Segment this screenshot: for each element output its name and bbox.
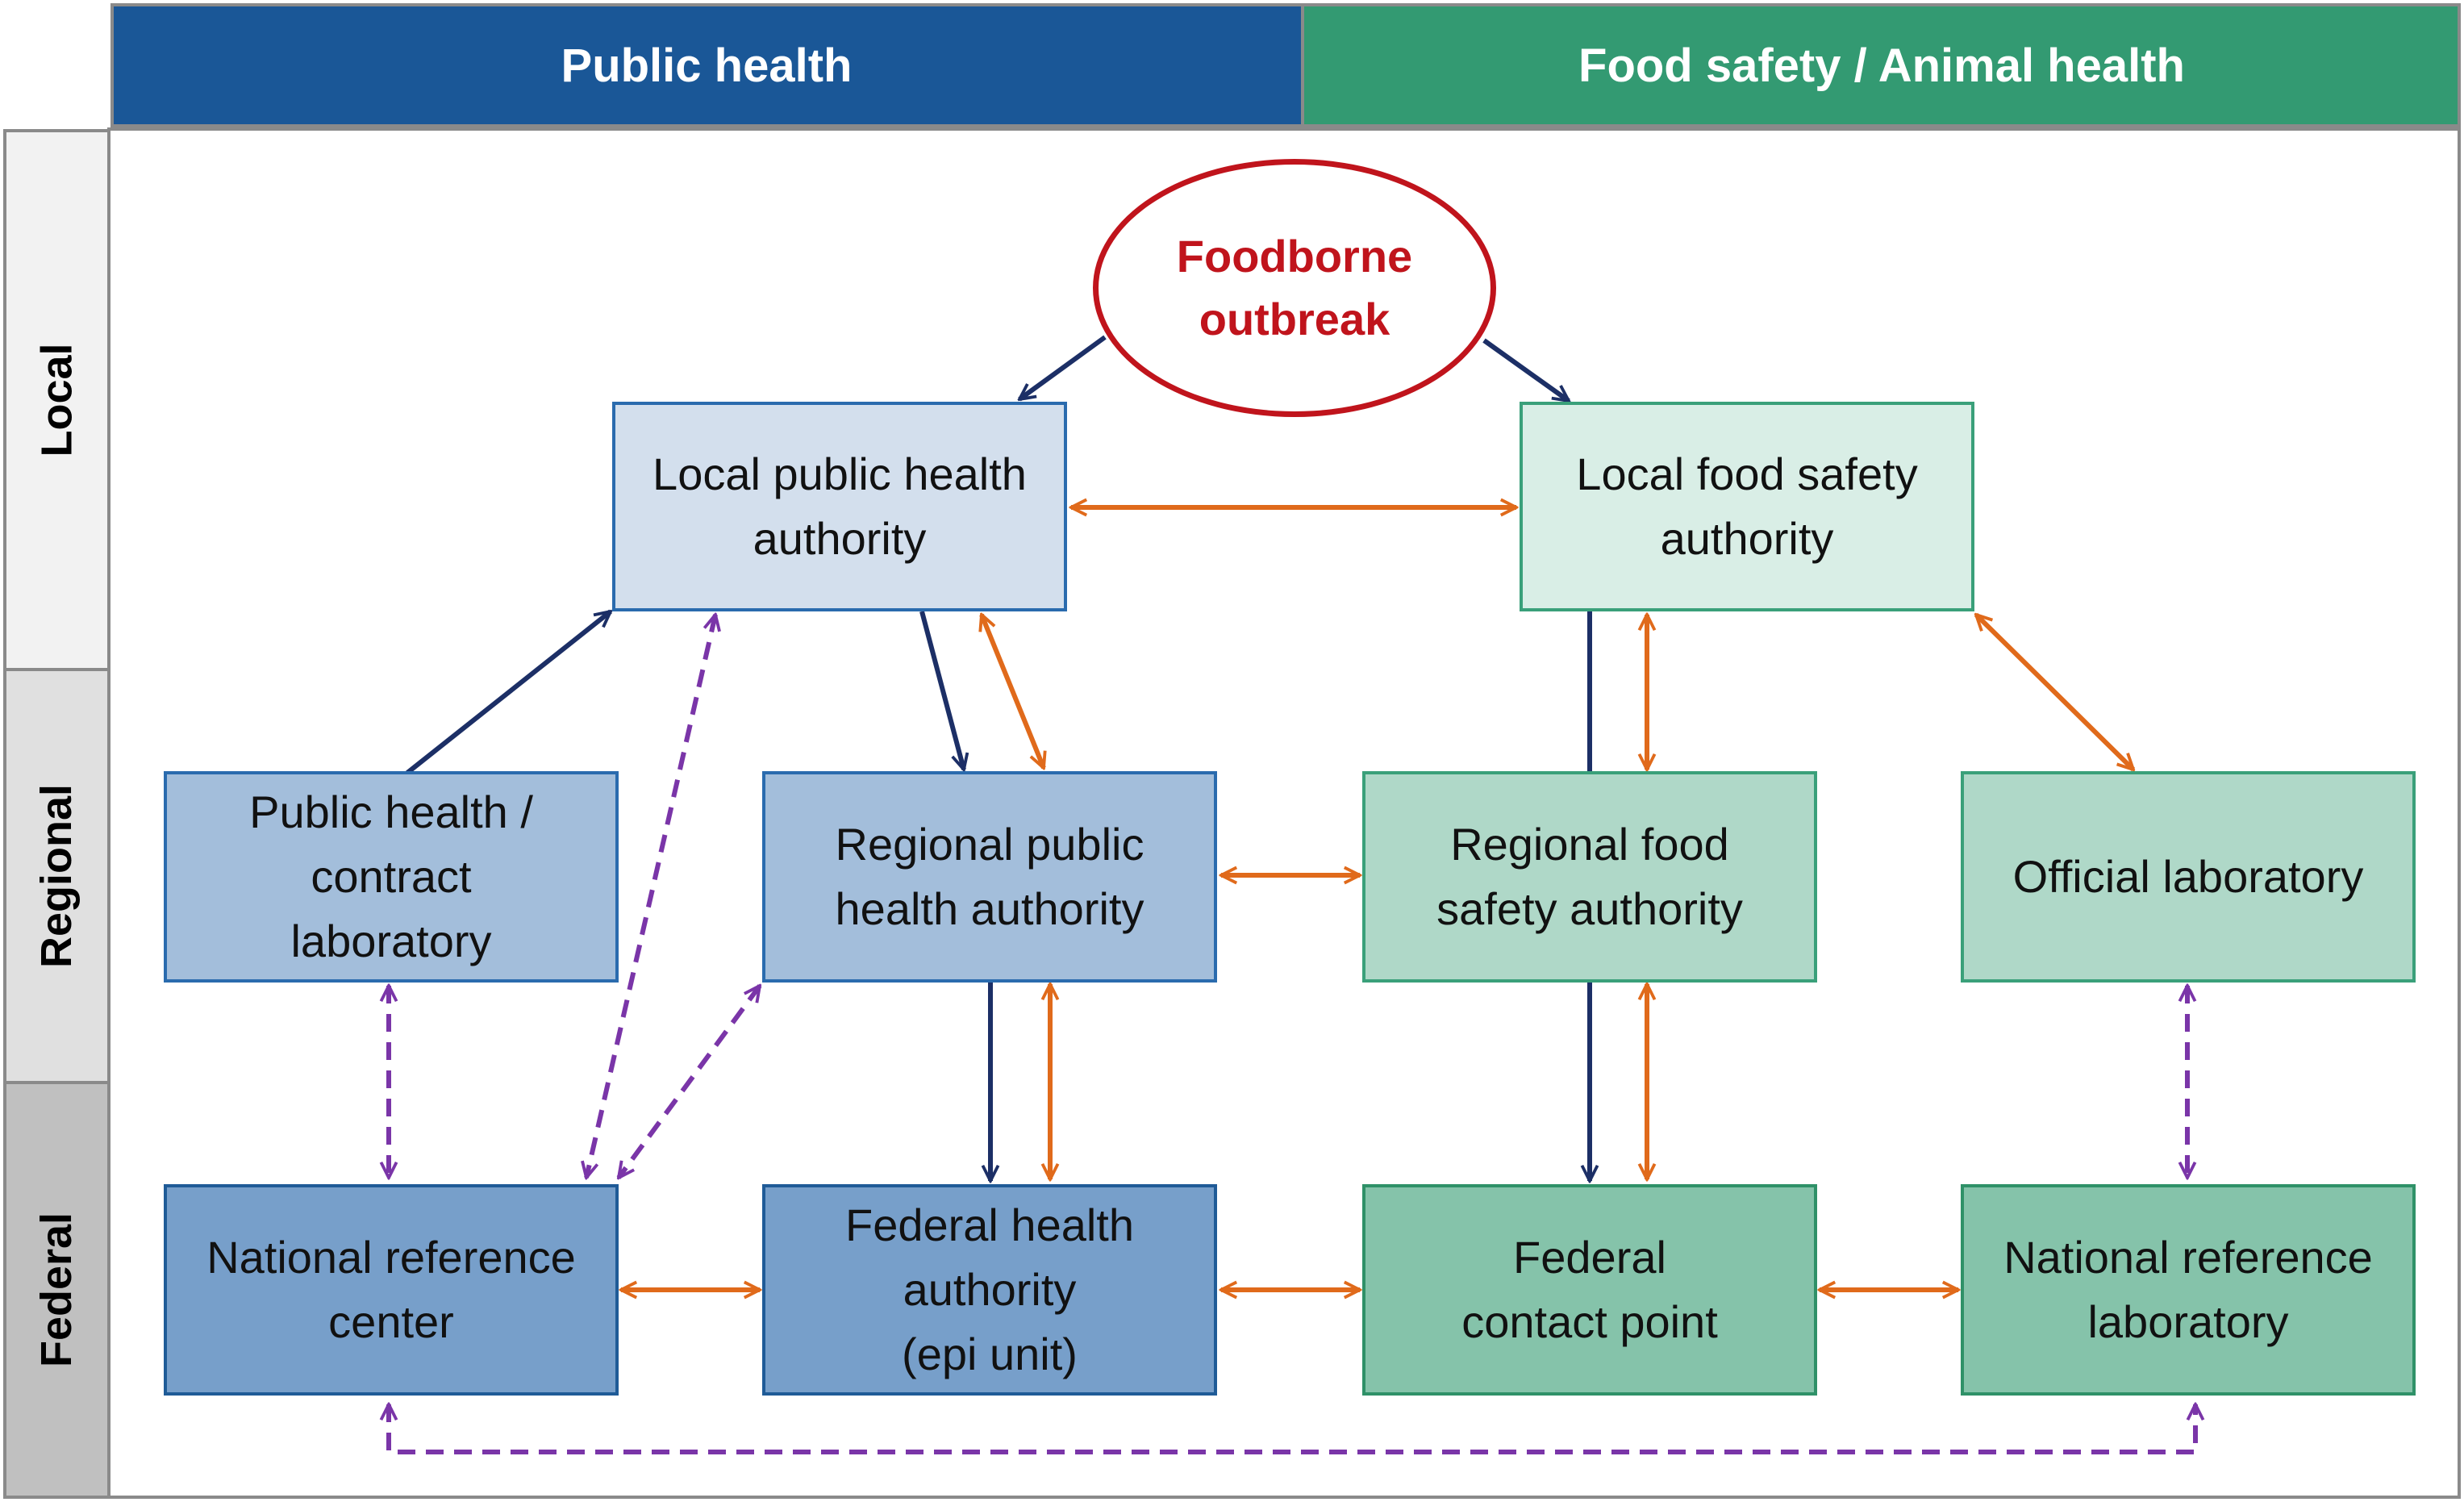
local-public-health-authority-box: Local public health authority: [612, 402, 1067, 611]
national-reference-laboratory-label: National reference laboratory: [2003, 1232, 2373, 1347]
exchange-arrows: [621, 507, 2133, 1290]
level-federal: Federal: [3, 1081, 110, 1499]
arrow-lab-to-local-ph: [406, 611, 611, 775]
public-health-header-label: Public health: [561, 39, 853, 92]
arrow-outbreak-to-local-ph: [1019, 335, 1107, 399]
federal-contact-point-box: Federal contact point: [1362, 1184, 1817, 1396]
regional-public-health-authority-label: Regional public health authority: [835, 819, 1144, 934]
federal-health-authority-label: Federal health authority (epi unit): [844, 1200, 1134, 1379]
foodborne-outbreak-node: Foodborne outbreak: [1093, 159, 1496, 417]
regional-food-safety-authority-label: Regional food safety authority: [1436, 819, 1743, 934]
regional-food-safety-authority-box: Regional food safety authority: [1362, 771, 1817, 983]
foodborne-outbreak-label: Foodborne outbreak: [1176, 231, 1413, 344]
arrow-local-ph-regional-ph: [982, 615, 1044, 768]
arrow-local-ph-nrc: [586, 615, 715, 1178]
flow-arrows: [406, 335, 1590, 1181]
arrow-local-ph-to-regional-ph: [919, 611, 964, 770]
public-health-contract-laboratory-box: Public health / contract laboratory: [164, 771, 619, 983]
federal-contact-point-label: Federal contact point: [1461, 1232, 1718, 1347]
arrow-local-fs-official-lab: [1976, 615, 2133, 770]
arrow-regional-ph-nrc: [619, 986, 760, 1178]
local-food-safety-authority-box: Local food safety authority: [1520, 402, 1974, 611]
food-safety-header: Food safety / Animal health: [1303, 3, 2461, 127]
federal-health-authority-box: Federal health authority (epi unit): [762, 1184, 1217, 1396]
lab-link-arrows: [389, 615, 2195, 1454]
official-laboratory-label: Official laboratory: [2012, 851, 2364, 902]
local-public-health-authority-label: Local public health authority: [652, 449, 1027, 564]
national-reference-center-label: National reference center: [206, 1232, 576, 1347]
public-health-contract-laboratory-label: Public health / contract laboratory: [249, 786, 533, 966]
national-reference-laboratory-box: National reference laboratory: [1961, 1184, 2416, 1396]
header-divider: [1301, 3, 1304, 127]
arrow-outbreak-to-local-fs: [1482, 338, 1569, 401]
national-reference-center-box: National reference center: [164, 1184, 619, 1396]
food-safety-header-label: Food safety / Animal health: [1578, 39, 2185, 92]
official-laboratory-box: Official laboratory: [1961, 771, 2416, 983]
local-food-safety-authority-label: Local food safety authority: [1576, 449, 1918, 564]
public-health-header: Public health: [110, 3, 1303, 127]
arrow-nrc-nrl: [389, 1404, 2195, 1454]
regional-public-health-authority-box: Regional public health authority: [762, 771, 1217, 983]
